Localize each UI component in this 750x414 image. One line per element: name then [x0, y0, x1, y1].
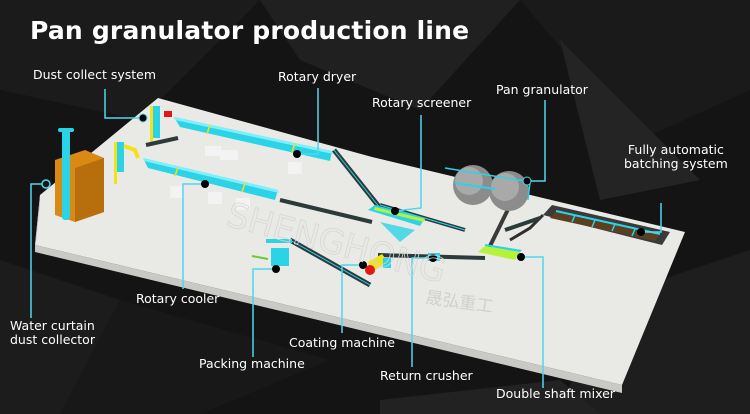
dot-water-curtain — [41, 179, 51, 189]
label-batching-system: Fully automatic batching system — [624, 143, 728, 171]
label-double-shaft-mixer: Double shaft mixer — [496, 386, 615, 401]
dot-rotary-cooler — [201, 180, 209, 188]
rotary-screener — [368, 205, 425, 242]
label-return-crusher: Return crusher — [380, 368, 473, 383]
dot-rotary-screener — [391, 207, 399, 215]
label-batching-line2: batching system — [624, 156, 728, 171]
label-water-curtain-line1: Water curtain — [10, 318, 95, 333]
pan-granulators — [444, 165, 531, 211]
label-dust-collect-system: Dust collect system — [33, 67, 157, 82]
callout-dots — [41, 113, 645, 273]
cyclones — [114, 106, 172, 184]
callout-lines — [30, 88, 662, 388]
label-batching-line1: Fully automatic — [627, 142, 724, 157]
dot-pan-granulator — [522, 176, 532, 186]
dot-packing — [272, 265, 280, 273]
label-packing-machine: Packing machine — [199, 356, 305, 371]
water-curtain-dust-collector — [55, 128, 104, 222]
dot-return-crusher — [429, 254, 437, 262]
label-rotary-screener: Rotary screener — [372, 95, 472, 110]
packing-machine — [251, 239, 292, 266]
double-shaft-mixer — [478, 244, 522, 260]
rotary-dryer-drum — [174, 117, 333, 174]
dot-dust-collect — [138, 113, 148, 123]
label-rotary-dryer: Rotary dryer — [278, 69, 357, 84]
dot-batching — [637, 228, 645, 236]
label-rotary-cooler: Rotary cooler — [136, 291, 220, 306]
label-pan-granulator: Pan granulator — [496, 82, 588, 97]
coating-machine — [365, 254, 391, 275]
dot-rotary-dryer — [293, 150, 301, 158]
dot-coating — [359, 261, 367, 269]
platform — [35, 98, 685, 393]
label-water-curtain-dust-collector: Water curtain dust collector — [10, 319, 95, 347]
label-coating-machine: Coating machine — [289, 335, 395, 350]
label-water-curtain-line2: dust collector — [10, 332, 95, 347]
page-title: Pan granulator production line — [30, 16, 470, 45]
rotary-cooler-drum — [143, 158, 279, 210]
dot-double-shaft-mixer — [517, 253, 525, 261]
